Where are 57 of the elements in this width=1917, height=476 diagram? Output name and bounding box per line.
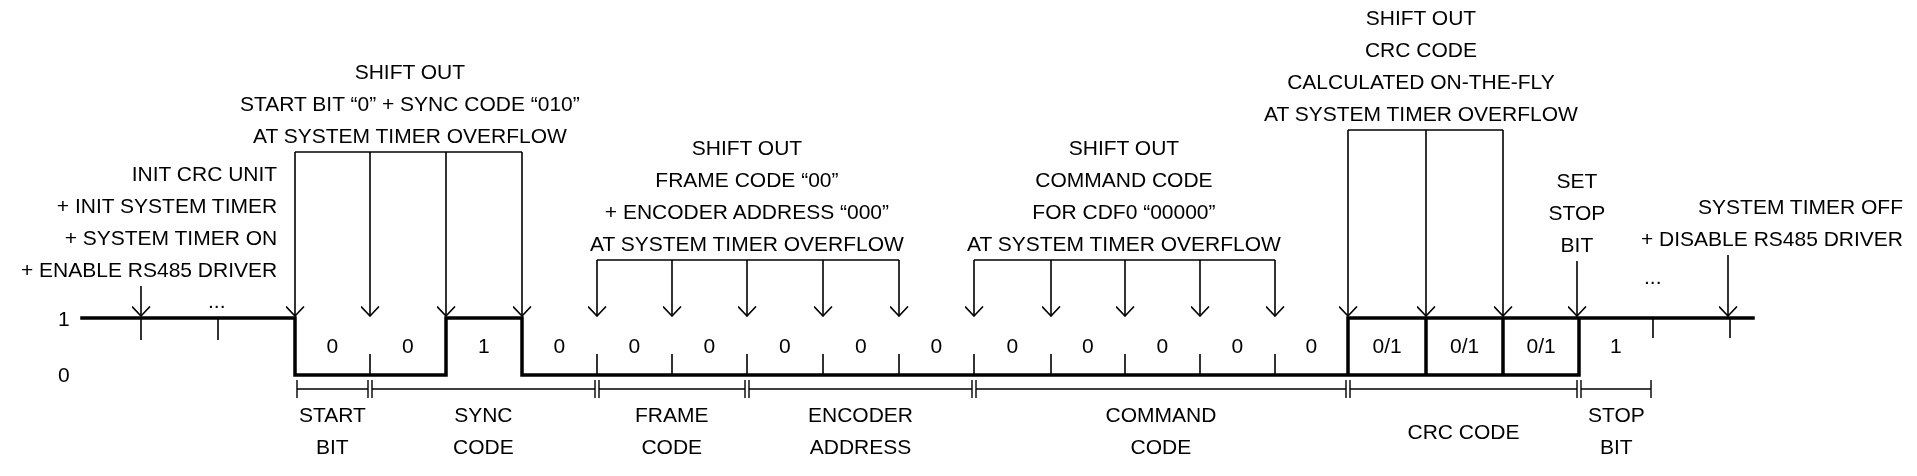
- field-label: ENCODER ADDRESS: [808, 402, 913, 460]
- bit-value: 0: [1006, 333, 1019, 359]
- bit-value: 0: [1305, 333, 1318, 359]
- signal-waveform: [80, 316, 1755, 377]
- bit-value: 0/1: [1526, 333, 1556, 359]
- field-label: CRC CODE: [1407, 419, 1520, 445]
- annotation-text: SYSTEM TIMER OFF + DISABLE RS485 DRIVER: [1641, 191, 1904, 255]
- arrow: [662, 259, 682, 317]
- bit-value: 0: [930, 333, 943, 359]
- annotation-text: SHIFT OUT COMMAND CODE FOR CDF0 “00000” AT SYSTEM TIMER OVERFLOW: [967, 132, 1281, 260]
- bit-value: 0/1: [1372, 333, 1402, 359]
- arrow: [737, 259, 757, 317]
- logic-level-label: 1: [58, 306, 70, 332]
- field-label: SYNC CODE: [453, 402, 514, 460]
- annotation-text: SHIFT OUT CRC CODE CALCULATED ON-THE-FLY AT SYSTEM TIMER OVERFLOW: [1264, 2, 1578, 130]
- arrow: [1567, 260, 1587, 317]
- ellipsis: ...: [1644, 265, 1662, 289]
- annotation-text: SET STOP BIT: [1548, 165, 1606, 261]
- field-label: START BIT: [299, 402, 366, 460]
- bit-value: 0/1: [1450, 333, 1480, 359]
- arrow: [587, 259, 607, 317]
- arrow: [436, 151, 456, 317]
- arrow: [360, 151, 380, 317]
- arrow: [813, 259, 833, 317]
- arrow: [1190, 259, 1210, 317]
- bit-value: 0: [1156, 333, 1169, 359]
- arrow: [512, 151, 532, 317]
- arrow: [1041, 259, 1061, 317]
- arrow: [1115, 259, 1135, 317]
- arrow: [964, 259, 984, 317]
- arrow: [1338, 129, 1358, 317]
- bit-value: 0: [402, 333, 414, 359]
- field-label: STOP BIT: [1588, 402, 1645, 460]
- bit-value: 0: [1231, 333, 1244, 359]
- arrow: [131, 285, 151, 317]
- arrow: [889, 259, 909, 317]
- ellipsis: ...: [208, 289, 226, 313]
- bit-value: 0: [1082, 333, 1094, 359]
- arrow: [1493, 129, 1513, 317]
- annotation-text: INIT CRC UNIT + INIT SYSTEM TIMER + SYSTEM TIMER ON + ENABLE RS485 DRIVER: [21, 158, 278, 286]
- field-label: COMMAND CODE: [1105, 402, 1217, 460]
- field-label: FRAME CODE: [635, 402, 709, 460]
- arrow: [1718, 254, 1738, 317]
- bit-value: 0: [628, 333, 641, 359]
- bit-value: 1: [1610, 333, 1622, 359]
- arrow: [1265, 259, 1285, 317]
- annotation-text: SHIFT OUT FRAME CODE “00” + ENCODER ADDRESS “000” AT SYSTEM TIMER OVERFLOW: [590, 132, 904, 260]
- bit-value: 0: [553, 333, 566, 359]
- arrow: [1416, 129, 1436, 317]
- arrow: [285, 151, 305, 317]
- annotation-text: SHIFT OUT START BIT “0” + SYNC CODE “010” AT SYSTEM TIMER OVERFLOW: [240, 56, 580, 152]
- bit-value: 0: [703, 333, 716, 359]
- bit-value: 0: [779, 333, 791, 359]
- bit-value: 0: [855, 333, 867, 359]
- logic-level-label: 0: [58, 362, 70, 388]
- bit-value: 1: [478, 333, 490, 359]
- bit-value: 0: [326, 333, 339, 359]
